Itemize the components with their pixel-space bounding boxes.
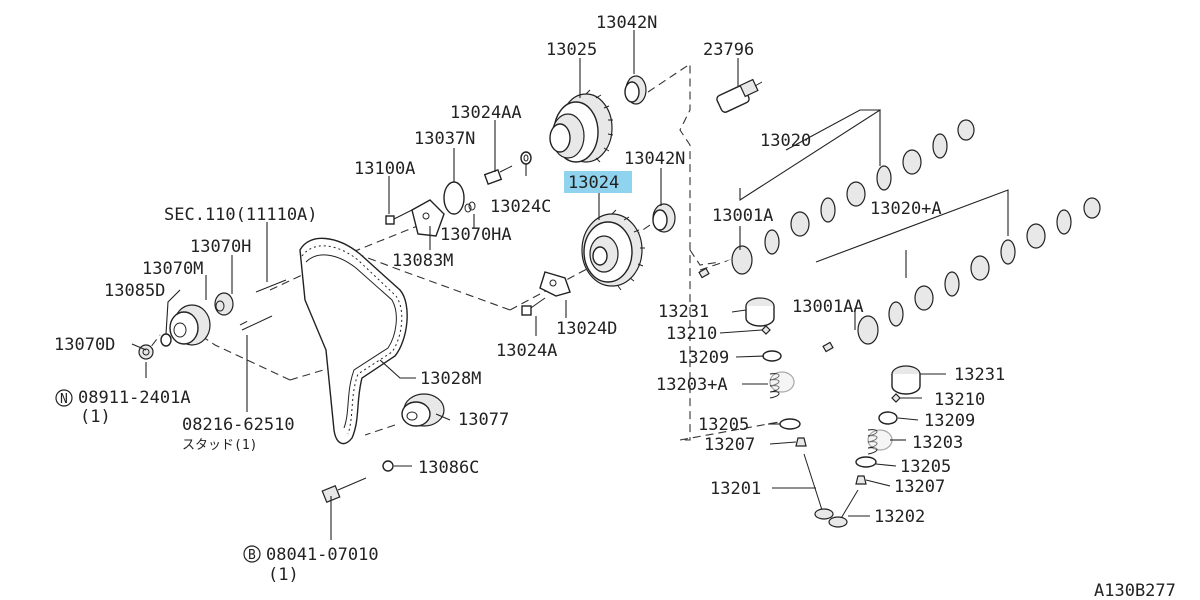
label-13203A[interactable]: 13203+A [656, 375, 728, 395]
label-13201[interactable]: 13201 [710, 479, 761, 499]
label-13001A[interactable]: 13001A [712, 206, 773, 226]
qty-08911-2401A: (1) [80, 407, 111, 427]
bracket-13024D [539, 271, 571, 297]
label-13070H[interactable]: 13070H [190, 237, 251, 257]
label-08041-07010[interactable]: 08041-07010 [266, 545, 379, 565]
valve-lifter-13231-left [745, 297, 775, 327]
bolt-13024A [521, 297, 546, 316]
label-13085D[interactable]: 13085D [104, 281, 165, 301]
nut-symbol: N [60, 392, 68, 407]
label-23796[interactable]: 23796 [703, 40, 754, 60]
label-13020[interactable]: 13020 [760, 131, 811, 151]
bolt-13100A [385, 209, 413, 225]
part-labels[interactable]: 13042N 23796 13025 13024AA 13037N 13020 … [54, 13, 1176, 600]
retainer-13209-left [762, 350, 782, 362]
label-13042N-top[interactable]: 13042N [596, 13, 657, 33]
label-13024AA[interactable]: 13024AA [450, 103, 522, 123]
washer-13085D [160, 333, 172, 347]
valve-lifter-13231-right [891, 365, 921, 395]
plate-13083M [411, 199, 445, 237]
tensioner-13077 [401, 393, 445, 427]
label-13209-right[interactable]: 13209 [924, 411, 975, 431]
label-08911-2401A[interactable]: 08911-2401A [78, 388, 191, 408]
label-sec110[interactable]: SEC.110(11110A) [164, 205, 318, 225]
spring-13070HA [464, 201, 476, 213]
seal-13207-left [795, 437, 807, 447]
bolt-08041-07010 [321, 477, 367, 503]
label-13202[interactable]: 13202 [874, 507, 925, 527]
plug-13001AA [822, 341, 834, 353]
qty-08216-62510: スタッド(1) [182, 438, 257, 453]
label-13210-right[interactable]: 13210 [934, 390, 985, 410]
label-13070HA[interactable]: 13070HA [440, 225, 512, 245]
nut-symbol-circle [55, 389, 73, 407]
washer-13086C [382, 460, 394, 472]
label-13020A[interactable]: 13020+A [870, 199, 942, 219]
label-08216-62510[interactable]: 08216-62510 [182, 415, 295, 435]
sprocket-13024 [581, 209, 645, 291]
label-13001AA[interactable]: 13001AA [792, 297, 864, 317]
label-13231-left[interactable]: 13231 [658, 302, 709, 322]
label-13070M[interactable]: 13070M [142, 259, 203, 279]
oil-seal-13042N-top [624, 75, 647, 105]
collar-13070H [214, 292, 234, 316]
seat-13205-right [855, 456, 877, 468]
washer-13024C [520, 151, 532, 165]
highlight-13024 [564, 171, 632, 193]
retainer-13210-left [761, 325, 771, 335]
label-13205-left[interactable]: 13205 [698, 415, 749, 435]
label-13207-left[interactable]: 13207 [704, 435, 755, 455]
label-13203-right[interactable]: 13203 [912, 433, 963, 453]
label-13205-right[interactable]: 13205 [900, 457, 951, 477]
label-13210-left[interactable]: 13210 [666, 324, 717, 344]
label-13028M[interactable]: 13028M [420, 369, 481, 389]
oil-seal-13042N-mid [652, 203, 676, 233]
nut-13070D [138, 344, 154, 360]
seat-13205-left [779, 418, 801, 430]
label-13086C[interactable]: 13086C [418, 458, 479, 478]
label-13024C[interactable]: 13024C [490, 197, 551, 217]
label-13042N-mid[interactable]: 13042N [624, 149, 685, 169]
bolt-13024AA [483, 165, 513, 185]
retainer-13210-right [891, 393, 901, 403]
label-13100A[interactable]: 13100A [354, 159, 415, 179]
timing-belt-13028M [299, 237, 408, 445]
label-13207-right[interactable]: 13207 [894, 477, 945, 497]
o-ring-13037N [443, 181, 465, 215]
stud-08216-62510 [241, 315, 273, 331]
camshaft-13020A [828, 197, 1102, 354]
retainer-13209-right [878, 411, 898, 425]
label-13077[interactable]: 13077 [458, 410, 509, 430]
figure-code: A130B277 [1094, 581, 1176, 600]
stud-upper [255, 279, 287, 293]
idler-13070M [169, 304, 211, 346]
camshaft-13020 [706, 119, 977, 280]
label-13024[interactable]: 13024 [568, 173, 619, 193]
qty-08041-07010: (1) [268, 565, 299, 585]
label-13037N[interactable]: 13037N [414, 129, 475, 149]
sensor-23796 [716, 78, 763, 113]
plug-13001A [698, 267, 710, 279]
seal-13207-right [855, 475, 867, 485]
label-13231-right[interactable]: 13231 [954, 365, 1005, 385]
label-13083M[interactable]: 13083M [392, 251, 453, 271]
bolt-symbol: B [248, 548, 256, 563]
valve-13201 [803, 453, 834, 520]
spring-13203-right [867, 429, 893, 455]
sprocket-13025 [549, 89, 614, 163]
spring-13203A [769, 371, 795, 399]
label-13025[interactable]: 13025 [546, 40, 597, 60]
leader-lines [131, 30, 1009, 540]
label-13024A[interactable]: 13024A [496, 341, 557, 361]
valve-13202 [828, 489, 859, 528]
label-13024D[interactable]: 13024D [556, 319, 617, 339]
label-13209-left[interactable]: 13209 [678, 348, 729, 368]
label-13070D[interactable]: 13070D [54, 335, 115, 355]
bolt-symbol-circle [243, 545, 261, 563]
